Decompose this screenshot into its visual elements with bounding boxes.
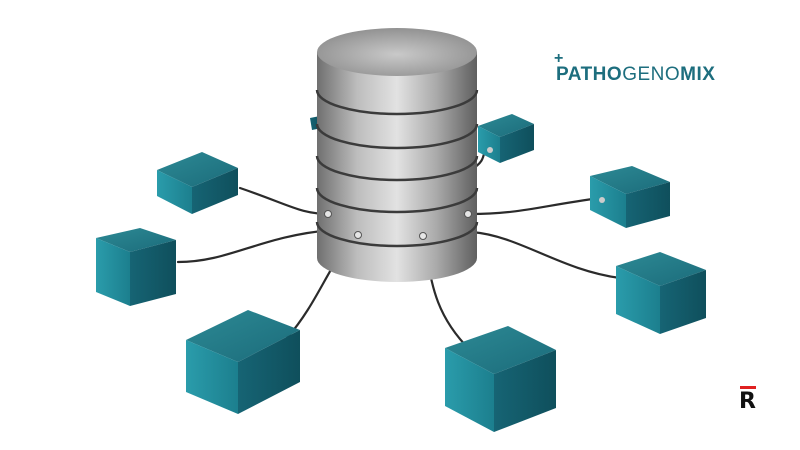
cable <box>176 228 334 264</box>
cable <box>470 230 622 280</box>
logo-part-geno: GENO <box>622 64 681 85</box>
logo-red-bar <box>740 386 756 389</box>
node <box>157 152 238 214</box>
pathogenomix-logo: + PATHO GENO MIX <box>554 50 716 86</box>
node <box>186 310 300 414</box>
logo-part-mix: MIX <box>680 64 716 85</box>
node <box>590 166 670 228</box>
cable <box>468 196 602 216</box>
database-cylinder <box>315 28 479 282</box>
cable <box>238 186 332 216</box>
logo-part-patho: PATHO <box>556 64 623 85</box>
logo-letter: R <box>739 389 756 414</box>
logo-plus: + <box>554 50 564 67</box>
node <box>616 252 706 334</box>
node <box>96 228 176 306</box>
corner-r-logo: R <box>739 386 759 416</box>
node <box>478 114 534 163</box>
node <box>445 326 556 432</box>
